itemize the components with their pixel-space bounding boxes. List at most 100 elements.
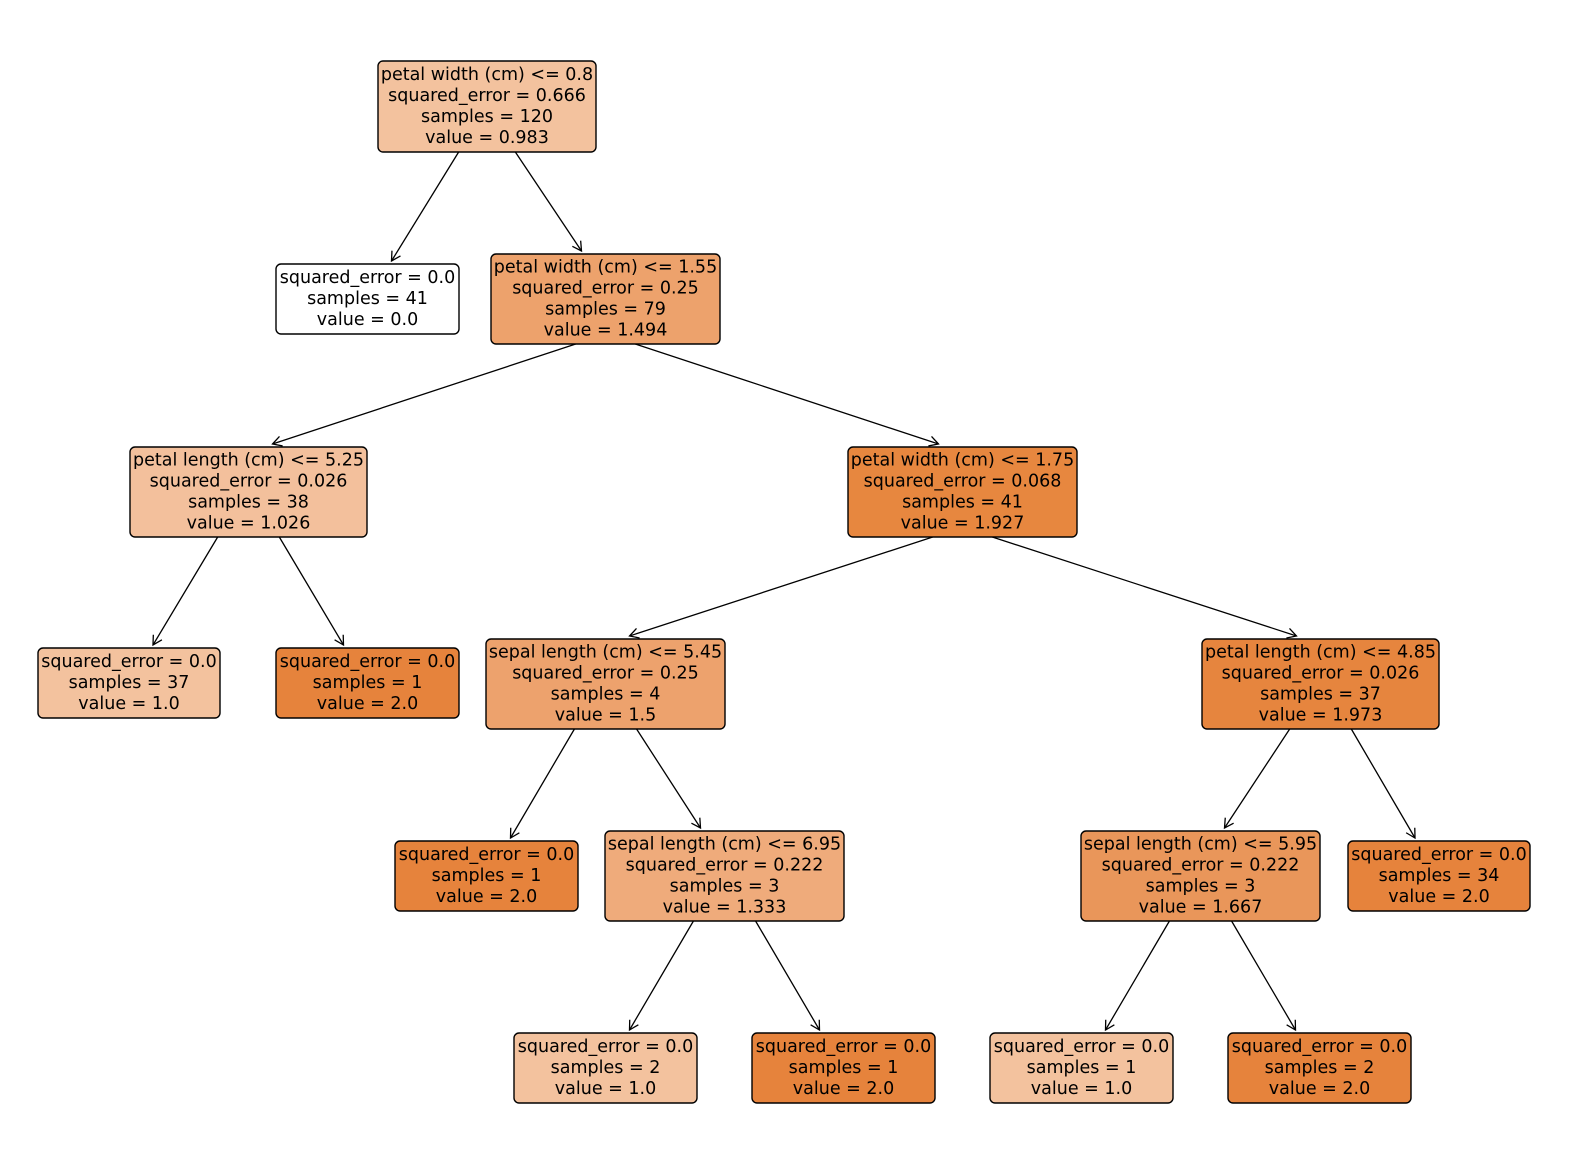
node-label-line: petal width (cm) <= 1.75 bbox=[851, 451, 1074, 471]
node-label-line: samples = 2 bbox=[1265, 1058, 1375, 1078]
node-label-line: squared_error = 0.0 bbox=[280, 268, 455, 288]
tree-edge-n7-n9 bbox=[636, 728, 702, 830]
tree-edge-n0-n1 bbox=[390, 151, 460, 263]
node-label-line: value = 1.0 bbox=[78, 694, 179, 714]
node-box bbox=[394, 840, 579, 912]
node-label-line: squared_error = 0.222 bbox=[1102, 856, 1300, 876]
node-label-line: value = 1.0 bbox=[555, 1079, 656, 1099]
tree-edge-n9-n11 bbox=[755, 920, 821, 1032]
node-label-line: squared_error = 0.222 bbox=[626, 856, 824, 876]
node-label-line: squared_error = 0.25 bbox=[512, 664, 699, 684]
node-label-line: value = 1.927 bbox=[901, 514, 1025, 534]
node-label-line: sepal length (cm) <= 6.95 bbox=[608, 835, 841, 855]
node-box bbox=[37, 647, 221, 719]
node-label-line: value = 0.983 bbox=[425, 128, 549, 148]
node-label-line: samples = 120 bbox=[421, 107, 553, 127]
tree-edge-n12-n16 bbox=[1350, 728, 1416, 840]
node-label-line: samples = 4 bbox=[551, 685, 661, 705]
node-label-line: samples = 79 bbox=[545, 300, 666, 320]
node-box bbox=[1080, 830, 1321, 922]
node-label-line: squared_error = 0.0 bbox=[280, 652, 455, 672]
node-label-line: petal width (cm) <= 1.55 bbox=[494, 258, 717, 278]
node-box bbox=[1227, 1032, 1412, 1104]
tree-edge-n0-n2 bbox=[514, 151, 583, 253]
node-label-line: squared_error = 0.068 bbox=[864, 472, 1062, 492]
tree-edge-n7-n8 bbox=[509, 728, 575, 840]
node-box bbox=[377, 60, 597, 153]
node-label-line: squared_error = 0.026 bbox=[150, 472, 348, 492]
tree-edge-n3-n5 bbox=[278, 536, 345, 647]
edges bbox=[152, 151, 1416, 1032]
tree-edge-n6-n7 bbox=[628, 536, 933, 639]
node-box bbox=[490, 253, 721, 345]
tree-edge-n6-n12 bbox=[992, 536, 1298, 639]
node-label-line: sepal length (cm) <= 5.45 bbox=[489, 643, 722, 663]
tree-edge-n2-n6 bbox=[635, 343, 940, 447]
node-box bbox=[604, 830, 845, 922]
node-label-line: squared_error = 0.026 bbox=[1222, 664, 1420, 684]
node-label-line: value = 1.494 bbox=[544, 321, 668, 341]
node-label-line: samples = 1 bbox=[789, 1058, 899, 1078]
node-box bbox=[129, 446, 368, 538]
node-label-line: value = 1.0 bbox=[1031, 1079, 1132, 1099]
node-label-line: value = 1.026 bbox=[187, 514, 311, 534]
node-label-line: samples = 2 bbox=[551, 1058, 661, 1078]
node-box bbox=[1347, 840, 1531, 912]
node-label-line: squared_error = 0.0 bbox=[41, 652, 216, 672]
node-label-line: value = 0.0 bbox=[317, 310, 418, 330]
node-box bbox=[847, 446, 1078, 538]
node-label-line: samples = 37 bbox=[1260, 685, 1381, 705]
node-label-line: value = 2.0 bbox=[317, 694, 418, 714]
tree-edge-n2-n3 bbox=[271, 343, 576, 447]
node-box bbox=[989, 1032, 1174, 1104]
node-label-line: squared_error = 0.0 bbox=[1351, 845, 1526, 865]
node-label-line: value = 1.333 bbox=[663, 898, 787, 918]
node-label-line: value = 2.0 bbox=[793, 1079, 894, 1099]
node-label-line: value = 1.5 bbox=[555, 706, 656, 726]
node-label-line: samples = 41 bbox=[902, 493, 1023, 513]
tree-edge-n12-n13 bbox=[1223, 728, 1291, 830]
node-label-line: value = 2.0 bbox=[436, 887, 537, 907]
tree-edge-n9-n10 bbox=[628, 920, 694, 1032]
node-label-line: squared_error = 0.0 bbox=[1232, 1037, 1407, 1057]
node-label-line: samples = 1 bbox=[432, 866, 542, 886]
node-label-line: squared_error = 0.666 bbox=[388, 86, 586, 106]
node-label-line: squared_error = 0.0 bbox=[994, 1037, 1169, 1057]
node-box bbox=[275, 647, 460, 719]
node-box bbox=[1201, 638, 1440, 730]
node-label-line: samples = 1 bbox=[313, 673, 423, 693]
node-label-line: value = 1.667 bbox=[1139, 898, 1263, 918]
node-box bbox=[513, 1032, 698, 1104]
node-box bbox=[275, 263, 460, 335]
node-label-line: samples = 3 bbox=[670, 877, 780, 897]
node-label-line: samples = 1 bbox=[1027, 1058, 1137, 1078]
node-label-line: samples = 41 bbox=[307, 289, 428, 309]
tree-edge-n3-n4 bbox=[152, 536, 219, 647]
node-label-line: petal length (cm) <= 4.85 bbox=[1205, 643, 1436, 663]
node-label-line: samples = 37 bbox=[69, 673, 190, 693]
node-label-line: value = 2.0 bbox=[1388, 887, 1489, 907]
node-label-line: value = 1.973 bbox=[1259, 706, 1383, 726]
node-box bbox=[485, 638, 726, 730]
node-label-line: squared_error = 0.0 bbox=[756, 1037, 931, 1057]
node-box bbox=[751, 1032, 936, 1104]
node-label-line: squared_error = 0.25 bbox=[512, 279, 699, 299]
tree-edge-n13-n14 bbox=[1104, 920, 1170, 1032]
node-label-line: value = 2.0 bbox=[1269, 1079, 1370, 1099]
